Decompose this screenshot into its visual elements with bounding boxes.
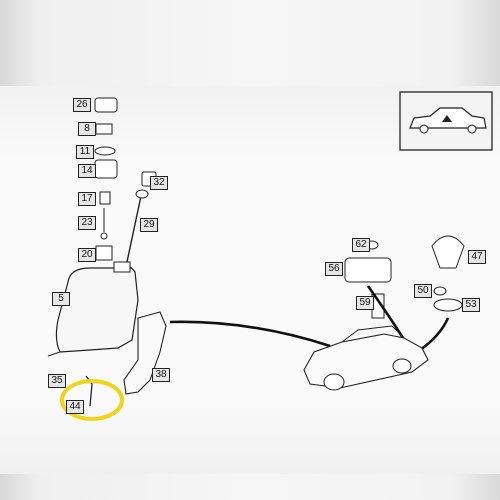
callout-44: 44 (66, 400, 84, 414)
ring-part (94, 146, 116, 156)
filter-part (94, 159, 118, 179)
callout-59: 59 (356, 296, 374, 310)
leader-line-accumulator (419, 317, 450, 352)
callout-32: 32 (150, 176, 168, 190)
dipstick-handle-part (135, 189, 149, 199)
seal-ring-part (433, 286, 447, 296)
mount-bracket-part (371, 293, 385, 319)
cap-part (94, 97, 118, 113)
callout-26: 26 (73, 98, 91, 112)
callout-5: 5 (52, 292, 70, 306)
clip-part (99, 191, 111, 205)
callout-23: 23 (78, 216, 96, 230)
callout-8: 8 (78, 122, 96, 136)
car-view-indicator-icon (399, 91, 493, 151)
car-outline (303, 325, 429, 391)
callout-53: 53 (462, 298, 480, 312)
callout-20: 20 (78, 248, 96, 262)
seal-part (95, 123, 113, 135)
callout-29: 29 (140, 218, 158, 232)
callout-56: 56 (325, 262, 343, 276)
mount-ring-part (433, 298, 463, 312)
callout-11: 11 (76, 145, 94, 159)
pump-hose-part (85, 375, 93, 407)
mounting-bracket (123, 311, 167, 395)
callout-50: 50 (414, 284, 432, 298)
rod-end-part (100, 232, 108, 240)
leader-line-reservoir (169, 320, 331, 348)
callout-38: 38 (152, 368, 170, 382)
pump-part (95, 245, 113, 261)
accumulator-part (431, 235, 465, 269)
dipstick-part (126, 195, 142, 263)
callout-35: 35 (48, 374, 66, 388)
highlight-circle (60, 379, 124, 421)
callout-47: 47 (468, 250, 486, 264)
washer-reservoir (47, 261, 139, 357)
callout-14: 14 (78, 164, 96, 178)
callout-17: 17 (78, 192, 96, 206)
callout-62: 62 (352, 238, 370, 252)
solenoid-module-part (344, 257, 392, 283)
